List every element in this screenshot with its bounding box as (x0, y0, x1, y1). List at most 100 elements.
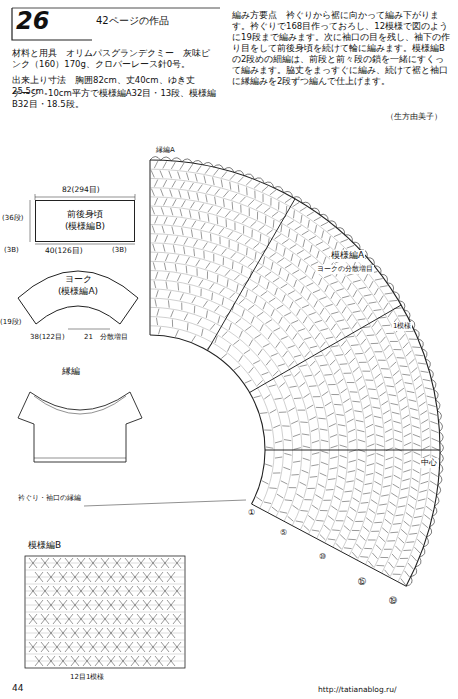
stitch-symbol (165, 235, 168, 242)
stitch-symbol (304, 337, 311, 339)
stitch-symbol (304, 525, 310, 530)
dimension-label: (36段) (2, 214, 23, 223)
stitch-symbol (310, 346, 317, 348)
stitch-symbol (259, 276, 261, 283)
stitch-symbol (77, 614, 85, 624)
stitch-symbol (53, 614, 61, 624)
stitch-symbol (318, 484, 325, 488)
stitch-symbol (232, 202, 234, 210)
stitch-symbol (161, 642, 169, 652)
stitch-symbol (191, 229, 192, 237)
stitch-symbol (376, 329, 381, 335)
stitch-symbol (47, 656, 55, 666)
stitch-symbol (184, 238, 188, 245)
stitch-symbol (294, 355, 301, 357)
stitch-symbol (169, 171, 172, 178)
stitch-symbol (292, 270, 299, 274)
stitch-symbol (174, 236, 177, 243)
stitch-symbol (137, 558, 145, 568)
stitch-symbol (41, 614, 49, 624)
stitch-symbol (361, 395, 367, 399)
stitch-symbol (192, 336, 196, 342)
repeat-label: 1模様 (392, 322, 412, 331)
stitch-symbol (410, 408, 418, 410)
stitch-symbol (41, 642, 49, 652)
yoke-band: ヨーク(模様編A) (16, 258, 140, 328)
stitch-symbol (331, 506, 337, 510)
stitch-symbol (363, 527, 369, 532)
stitch-symbol (137, 614, 145, 624)
designer-credit: （生方由美子） (386, 112, 442, 122)
stitch-symbol (429, 413, 437, 415)
stitch-symbol (275, 288, 278, 295)
stitch-symbol (329, 468, 336, 469)
stitch-symbol (389, 300, 397, 302)
stitch-symbol (240, 205, 241, 213)
stitch-symbol (240, 257, 245, 262)
stitch-symbol (367, 454, 374, 456)
edging-scallop (150, 157, 443, 587)
stitch-symbol (155, 656, 163, 666)
stitch-symbol (300, 365, 307, 367)
edging-line (34, 396, 126, 414)
stitch-symbol (238, 184, 240, 192)
stitch-symbol (149, 586, 157, 596)
stitch-symbol (330, 282, 337, 285)
stitch-symbol (278, 364, 285, 366)
stitch-symbol (131, 572, 139, 582)
stitch-symbol (149, 586, 157, 596)
chart-title: 模様編B (28, 540, 61, 552)
stitch-symbol (35, 656, 43, 666)
stitch-symbol (210, 234, 212, 242)
stitch-symbol (265, 272, 271, 277)
stitch-symbol (379, 504, 387, 505)
stitch-symbol (107, 600, 115, 610)
stitch-symbol (385, 293, 393, 294)
stitch-symbol (284, 440, 291, 441)
stitch-symbol (347, 382, 355, 383)
stitch-symbol (151, 189, 154, 196)
stitch-symbol (95, 628, 103, 638)
stitch-symbol (200, 289, 201, 296)
stitch-symbol (303, 317, 307, 323)
stitch-symbol (155, 600, 163, 610)
stitch-symbol (330, 435, 337, 438)
stitch-symbol (422, 523, 428, 528)
stitch-symbol (320, 329, 327, 331)
stitch-symbol (275, 441, 282, 443)
stitch-symbol (173, 586, 181, 596)
stitch-symbol (283, 351, 288, 357)
stitch-symbol (329, 424, 336, 427)
stitch-symbol (301, 215, 302, 223)
stitch-symbol (77, 558, 85, 568)
stitch-symbol (359, 386, 365, 391)
stitch-symbol (255, 296, 257, 303)
stitch-symbol (336, 520, 344, 521)
stitch-symbol (113, 614, 121, 624)
stitch-symbol (367, 444, 374, 447)
stitch-symbol (173, 558, 181, 568)
stitch-symbol (261, 292, 267, 296)
stitch-symbol (285, 264, 292, 268)
stitch-symbol (217, 275, 219, 283)
stitch-symbol (362, 371, 370, 372)
stitch-symbol (241, 266, 242, 274)
stitch-symbol (331, 312, 338, 314)
stitch-symbol (285, 198, 291, 203)
stitch-symbol (376, 545, 381, 551)
stitch-symbol (376, 463, 383, 466)
stitch-symbol (215, 197, 216, 205)
stitch-symbol (422, 428, 429, 432)
stitch-symbol (59, 656, 67, 666)
stitch-symbol (281, 284, 288, 288)
stitch-symbol (325, 304, 332, 306)
stitch-symbol (403, 424, 410, 428)
pattern-number: 26 (16, 6, 49, 37)
row-line (150, 178, 422, 577)
stitch-symbol (320, 510, 328, 511)
stitch-symbol (319, 381, 325, 386)
stitch-symbol (137, 558, 145, 568)
stitch-symbol (155, 628, 163, 638)
stitch-symbol (248, 261, 254, 266)
stitch-symbol (276, 342, 280, 348)
